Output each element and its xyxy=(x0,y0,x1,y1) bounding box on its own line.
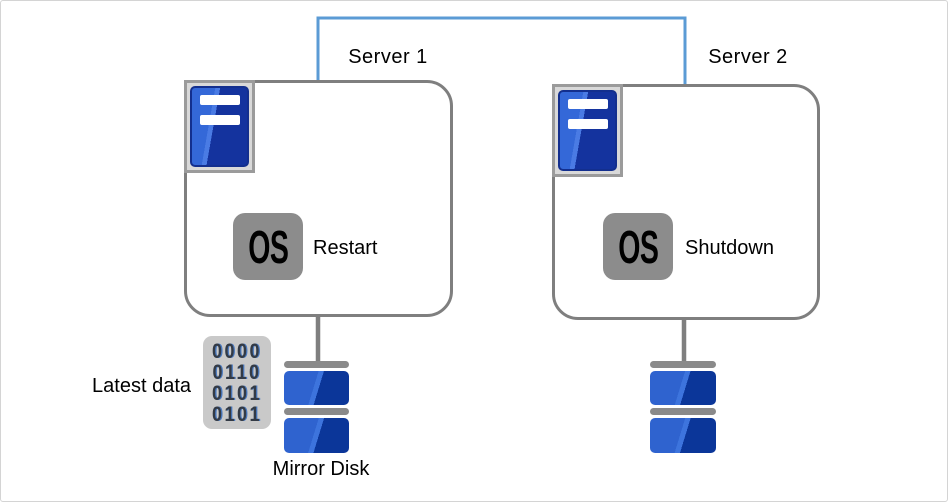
disk-volume xyxy=(284,371,349,405)
disk-platter-bar xyxy=(284,361,349,368)
binary-row: 0101 xyxy=(212,403,262,426)
disk-platter-bar xyxy=(650,361,716,368)
binary-row: 0101 xyxy=(212,382,262,405)
os-icon-text: OS xyxy=(618,220,659,273)
os-icon: OS xyxy=(603,213,673,280)
binary-row: 0110 xyxy=(212,361,262,384)
mirror-disk-label: Mirror Disk xyxy=(272,458,370,480)
server-tower-icon xyxy=(190,86,249,167)
binary-row: 0000 xyxy=(212,340,262,363)
disk-platter-bar xyxy=(284,408,349,415)
server-2-label: Server 2 xyxy=(708,46,788,68)
server-2-box xyxy=(552,84,820,320)
mirror-disk-1-icon xyxy=(284,361,349,453)
server-tower-slot xyxy=(568,99,608,109)
server-1-label: Server 1 xyxy=(348,46,428,68)
binary-data-icon: 0000 0110 0101 0101 xyxy=(203,336,271,429)
disk-platter-bar xyxy=(650,408,716,415)
mirror-disk-2-icon xyxy=(650,361,716,453)
os-icon-text: OS xyxy=(248,220,289,273)
disk-volume xyxy=(650,371,716,405)
server-tower-slot xyxy=(200,95,240,105)
server-tower-icon xyxy=(558,90,617,171)
server-2-icon-frame xyxy=(552,84,623,177)
latest-data-label: Latest data xyxy=(92,375,191,397)
server-1-icon-frame xyxy=(184,80,255,173)
os-icon: OS xyxy=(233,213,303,280)
server-2-action-label: Shutdown xyxy=(685,237,774,259)
server-1-action-label: Restart xyxy=(313,237,378,259)
disk-volume xyxy=(650,418,716,453)
server-tower-slot xyxy=(568,119,608,129)
server-tower-slot xyxy=(200,115,240,125)
disk-volume xyxy=(284,418,349,453)
